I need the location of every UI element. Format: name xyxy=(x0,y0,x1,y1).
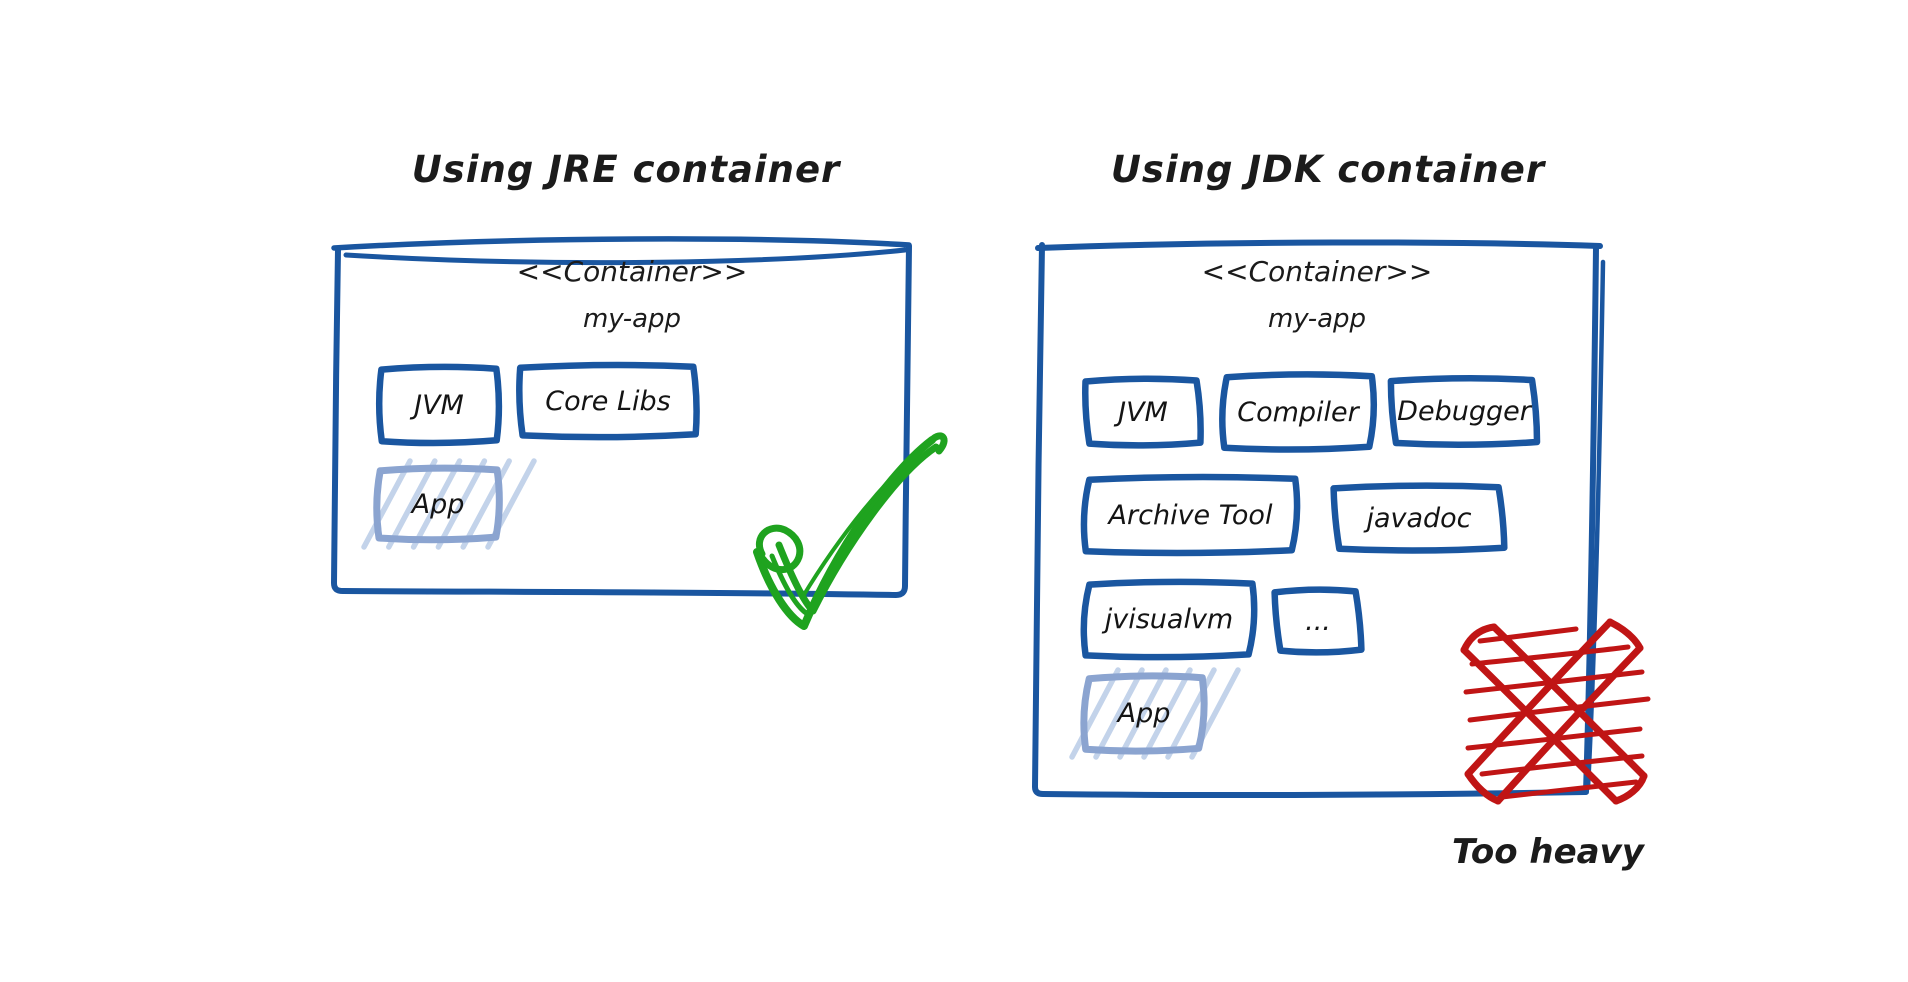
component-box-javadoc: javadoc xyxy=(1330,482,1508,554)
component-box-debugger: Debugger xyxy=(1387,375,1541,449)
jre-container-stereotype: <<Container>> xyxy=(516,255,748,288)
component-box-ellipsis: ... xyxy=(1271,586,1365,656)
component-label: Debugger xyxy=(1397,396,1531,427)
app-box: App xyxy=(361,458,537,550)
app-label: App xyxy=(1117,698,1171,729)
jre-panel-title: Using JRE container xyxy=(411,148,841,191)
component-label: Archive Tool xyxy=(1108,499,1273,531)
component-label: Core Libs xyxy=(545,385,671,417)
jdk-container-stereotype: <<Container>> xyxy=(1201,255,1433,288)
component-box-core-libs: Core Libs xyxy=(516,361,700,441)
app-label: App xyxy=(411,488,465,520)
component-label: Compiler xyxy=(1237,396,1359,428)
check-icon xyxy=(753,432,948,630)
app-box: App xyxy=(1069,667,1241,760)
jdk-container-name: my-app xyxy=(1267,304,1367,334)
component-box-jvisualvm: jvisualvm xyxy=(1080,578,1258,661)
component-box-archive-tool: Archive Tool xyxy=(1080,473,1301,557)
component-label: javadoc xyxy=(1366,502,1472,534)
component-label: ... xyxy=(1305,605,1331,637)
component-label: jvisualvm xyxy=(1104,604,1234,635)
verdict-label: Too heavy xyxy=(1452,832,1644,872)
jdk-panel-title: Using JDK container xyxy=(1110,148,1546,191)
component-box-compiler: Compiler xyxy=(1219,371,1378,453)
jre-container-name: my-app xyxy=(582,304,682,334)
component-box-jvm: JVM xyxy=(375,363,503,447)
component-box-jvm: JVM xyxy=(1082,375,1204,449)
component-label: JVM xyxy=(414,389,464,421)
component-label: JVM xyxy=(1118,396,1168,428)
cross-icon xyxy=(1460,618,1651,805)
